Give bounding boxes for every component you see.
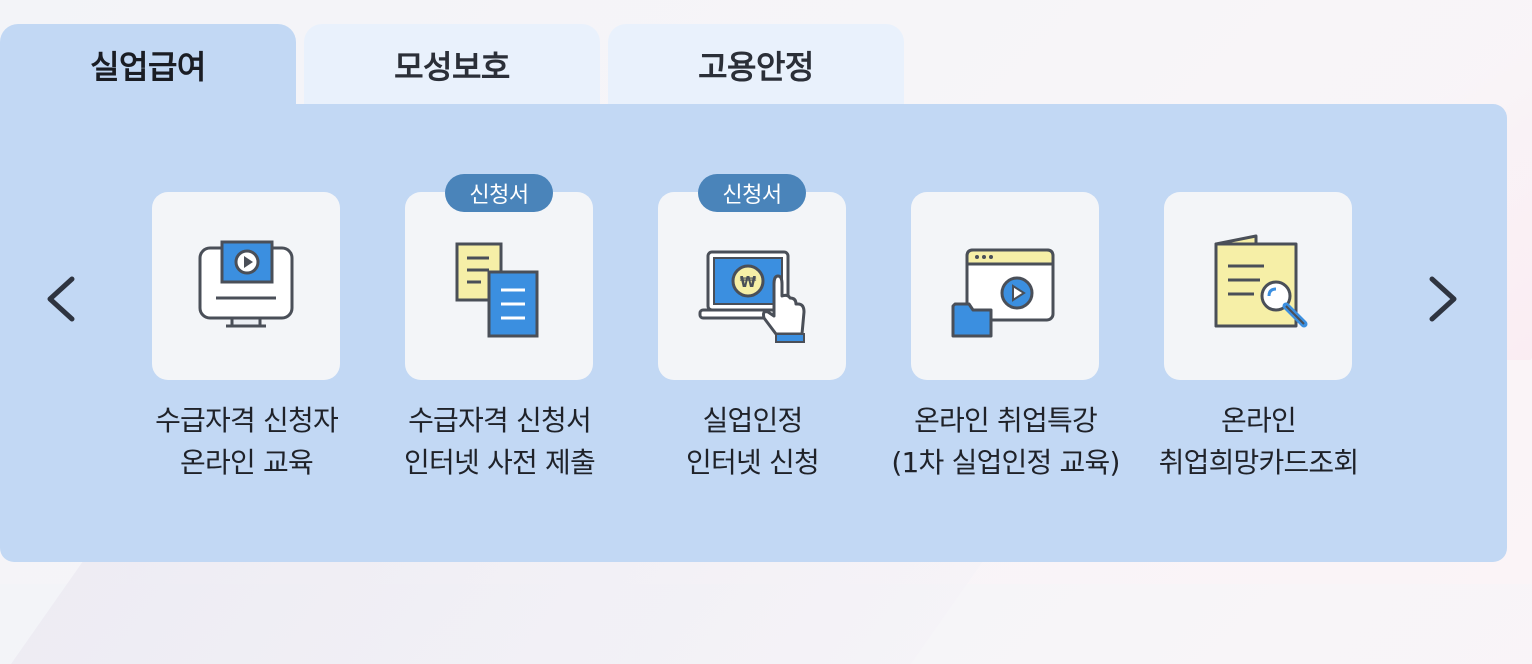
service-label: 수급자격 신청자 온라인 교육: [155, 404, 339, 479]
service-card-unemployment-recognition[interactable]: 신청서 ₩: [658, 174, 846, 380]
application-badge: 신청서: [698, 174, 806, 212]
tab-employment-stability[interactable]: 고용안정: [608, 24, 904, 106]
tab-unemployment-benefit[interactable]: 실업급여: [0, 24, 296, 106]
service-label: 온라인 취업희망카드조회: [1158, 404, 1359, 479]
tab-bar: 실업급여 모성보호 고용안정: [0, 24, 912, 106]
documents-icon: [455, 242, 539, 338]
service-label: 실업인정 인터넷 신청: [686, 404, 820, 479]
browser-video-folder-icon: [951, 248, 1055, 338]
service-card-online-lecture[interactable]: [911, 192, 1099, 380]
service-panel: 수급자격 신청자 온라인 교육 신청서 수급자격 신청서 인터넷 사전 제출 신…: [0, 104, 1507, 562]
service-label: 수급자격 신청서 인터넷 사전 제출: [404, 404, 596, 479]
service-card-application-submit[interactable]: 신청서: [405, 174, 593, 380]
application-badge: 신청서: [445, 174, 553, 212]
chevron-left-icon: [47, 276, 75, 322]
service-label: 온라인 취업특강 (1차 실업인정 교육): [891, 404, 1120, 479]
monitor-play-icon: [198, 240, 294, 328]
tab-maternity-protection[interactable]: 모성보호: [304, 24, 600, 106]
carousel-prev-button[interactable]: [42, 269, 82, 329]
document-search-icon: [1214, 234, 1308, 328]
svg-text:₩: ₩: [740, 273, 757, 291]
service-card-online-education[interactable]: [152, 192, 340, 380]
service-card-job-hope-card[interactable]: [1164, 192, 1352, 380]
laptop-touch-won-icon: ₩: [698, 250, 806, 343]
chevron-right-icon: [1429, 276, 1457, 322]
carousel-next-button[interactable]: [1422, 269, 1462, 329]
